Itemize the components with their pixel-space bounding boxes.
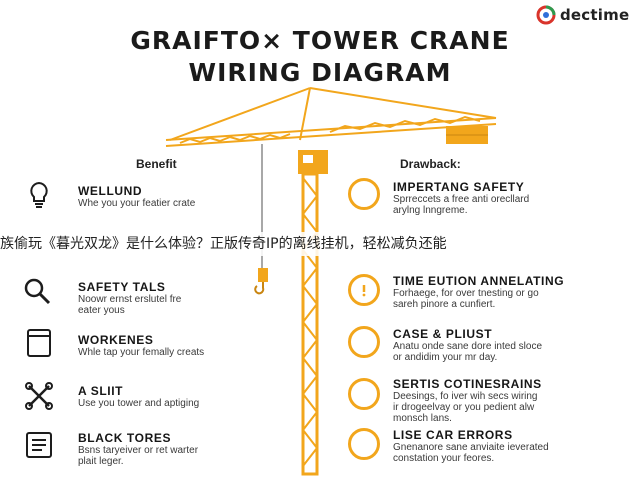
- brand-logo: dectime: [536, 5, 629, 25]
- drawback-desc: sareh pinore a cunfiert.: [393, 299, 496, 310]
- drawback-desc: or andidim your mr day.: [393, 352, 498, 363]
- drawback-title: TIME EUTION ANNELATING: [393, 274, 565, 288]
- benefit-title: WELLUND: [78, 184, 143, 198]
- tools-icon: [25, 382, 53, 410]
- benefit-desc: plait leger.: [78, 456, 124, 467]
- page-title: GRAIFTO× TOWER CRANE: [130, 26, 510, 55]
- dectime-logo-icon: [536, 5, 556, 25]
- page-subtitle: WIRING DIAGRAM: [188, 58, 452, 87]
- brand-name: dectime: [560, 6, 630, 24]
- circle-icon: [348, 378, 380, 410]
- overlay-caption-banner[interactable]: 族偷玩《暮光双龙》是什么体验？正版传奇IP的离线挂机，轻松减负还能: [0, 232, 640, 256]
- benefit-title: BLACK TORES: [78, 431, 172, 445]
- benefit-desc: eater yous: [78, 305, 125, 316]
- benefit-desc: Whle tap your femally creats: [78, 347, 205, 358]
- drawback-title: LISE CAR ERRORS: [393, 428, 513, 442]
- drawback-desc: Sprreccets a free anti orecllard: [393, 194, 530, 205]
- drawback-desc: Anatu onde sane dore inted sloce: [393, 341, 542, 352]
- benefit-title: SAFETY TALS: [78, 280, 166, 294]
- circle-icon: [348, 326, 380, 358]
- drawback-desc: Deesings, fo iver wih secs wiring: [393, 391, 538, 402]
- benefit-desc: Noowr ernst erslutel fre: [78, 294, 182, 305]
- drawback-desc: monsch lans.: [393, 413, 452, 424]
- drawback-desc: Forhaege, for over tnesting or go: [393, 288, 539, 299]
- benefit-desc: Use you tower and aptiging: [78, 398, 200, 409]
- drawback-title: IMPERTANG SAFETY: [393, 180, 525, 194]
- benefit-title: A SLIIT: [78, 384, 124, 398]
- column-header-drawback: Drawback:: [400, 157, 461, 171]
- circle-icon: [348, 178, 380, 210]
- warning-icon: [348, 274, 380, 306]
- magnifier-icon: [24, 278, 51, 305]
- benefit-desc: Whe you your featier crate: [78, 198, 196, 209]
- benefit-desc: Bsns taryeiver or ret warter: [78, 445, 199, 456]
- crane-hook: [254, 282, 265, 295]
- drawback-desc: constation your feores.: [393, 453, 495, 464]
- benefit-title: WORKENES: [78, 333, 154, 347]
- drawback-desc: arylng lnngreme.: [393, 205, 468, 216]
- drawback-desc: Gnenanore sane anviaite ieverated: [393, 442, 549, 453]
- document-icon: [26, 432, 52, 458]
- crane-hook-block: [258, 268, 268, 282]
- crane-jib: [165, 87, 497, 147]
- column-header-benefit: Benefit: [136, 157, 177, 171]
- drawback-title: SERTIS COTINESRAINS: [393, 377, 542, 391]
- lightbulb-icon: [30, 181, 48, 208]
- drawback-desc: ir drogeelvay or you pedient alw: [393, 402, 535, 413]
- panel-icon: [27, 329, 51, 357]
- crane-mast: [301, 172, 319, 476]
- drawback-title: CASE & PLIUST: [393, 327, 493, 341]
- circle-icon: [348, 428, 380, 460]
